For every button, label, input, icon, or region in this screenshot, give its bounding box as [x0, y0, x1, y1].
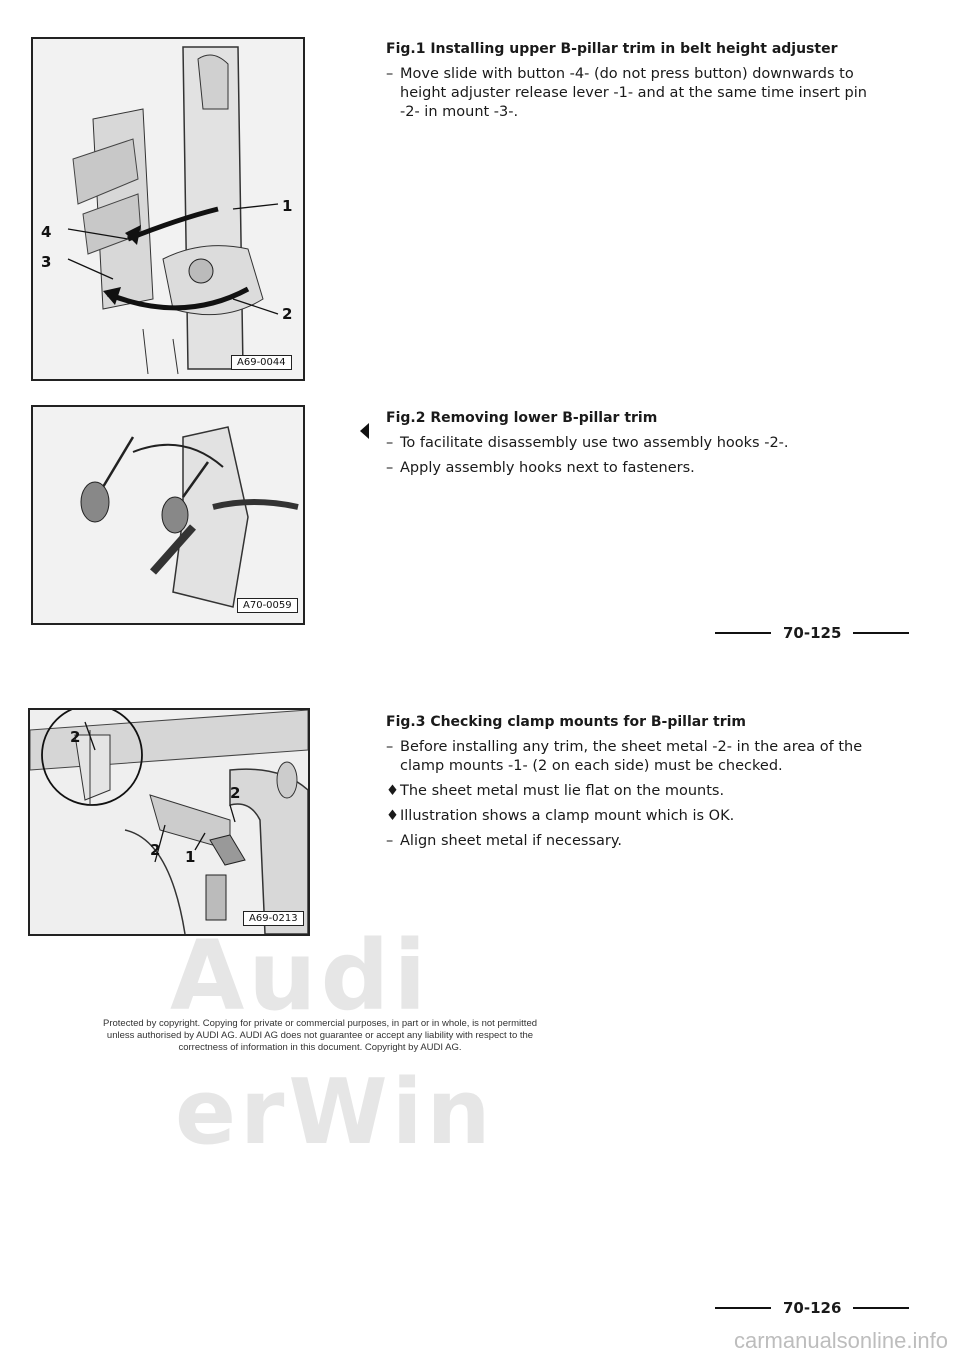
figure-2-step-2: –Apply assembly hooks next to fasteners.	[386, 459, 886, 478]
page-number-bottom: 70-126	[715, 1299, 910, 1317]
page-number-rule-right	[853, 1307, 910, 1309]
page-number-rule-right	[853, 632, 910, 634]
figure-3-text: Fig.3 Checking clamp mounts for B-pillar…	[386, 713, 886, 857]
figure-3-illustration: 2 2 2 1 A69-0213	[28, 708, 310, 936]
watermark-system: erWin	[175, 1060, 495, 1165]
footer-site-url: carmanualsonline.info	[733, 1328, 948, 1353]
figure-3-callout-2-right: 2	[230, 784, 240, 802]
diamond-bullet-icon: ♦	[386, 783, 399, 799]
page-number-label: 70-125	[783, 624, 842, 642]
step-text: The sheet metal must lie flat on the mou…	[400, 783, 725, 799]
figure-1-illustration: 1 2 3 4 A69-0044	[31, 37, 305, 381]
figure-3-step-1: –Before installing any trim, the sheet m…	[386, 738, 886, 776]
figure-1-code: A69-0044	[231, 355, 292, 370]
figure-3-step-3: ♦Illustration shows a clamp mount which …	[386, 807, 886, 826]
step-text: Apply assembly hooks next to fasteners.	[400, 460, 695, 476]
step-text: Illustration shows a clamp mount which i…	[400, 808, 735, 824]
figure-1-callout-4: 4	[41, 223, 51, 241]
figure-2-title: Fig.2 Removing lower B-pillar trim	[386, 410, 658, 426]
step-marker: –	[386, 833, 394, 849]
figure-3-code: A69-0213	[243, 911, 304, 926]
page-number-rule-left	[715, 1307, 771, 1309]
step-marker: –	[386, 739, 394, 755]
step-marker: –	[386, 435, 394, 451]
figure-3-callout-1: 1	[185, 848, 195, 866]
figure-2-illustration: A70-0059	[31, 405, 305, 625]
figure-3-step-2: ♦The sheet metal must lie flat on the mo…	[386, 782, 886, 801]
figure-1-callout-3: 3	[41, 253, 51, 271]
page-number-top: 70-125	[715, 624, 910, 642]
left-triangle-pointer-icon	[360, 423, 369, 439]
figure-2-code: A70-0059	[237, 598, 298, 613]
figure-1-title: Fig.1 Installing upper B-pillar trim in …	[386, 41, 838, 57]
figure-1-callout-2: 2	[282, 305, 292, 323]
figure-1-text: Fig.1 Installing upper B-pillar trim in …	[386, 40, 886, 128]
figure-3-callout-2-top: 2	[70, 728, 80, 746]
step-text: To facilitate disassembly use two assemb…	[400, 435, 789, 451]
step-text: Move slide with button -4- (do not press…	[400, 66, 867, 120]
diamond-bullet-icon: ♦	[386, 808, 399, 824]
figure-1-callout-1: 1	[282, 197, 292, 215]
copyright-notice: Protected by copyright. Copying for priv…	[102, 1018, 538, 1053]
step-marker: –	[386, 66, 394, 82]
figure-2-step-1: –To facilitate disassembly use two assem…	[386, 434, 886, 453]
figure-1-step-1: –Move slide with button -4- (do not pres…	[386, 65, 886, 122]
step-marker: –	[386, 460, 394, 476]
figure-3-callout-2-left: 2	[150, 841, 160, 859]
watermark-brand: Audi	[170, 920, 431, 1032]
step-text: Before installing any trim, the sheet me…	[400, 739, 863, 774]
figure-3-title: Fig.3 Checking clamp mounts for B-pillar…	[386, 714, 746, 730]
figure-2-text: Fig.2 Removing lower B-pillar trim –To f…	[386, 409, 886, 484]
figure-3-step-4: –Align sheet metal if necessary.	[386, 832, 886, 851]
page-number-label: 70-126	[783, 1299, 842, 1317]
step-text: Align sheet metal if necessary.	[400, 833, 622, 849]
page-number-rule-left	[715, 632, 771, 634]
